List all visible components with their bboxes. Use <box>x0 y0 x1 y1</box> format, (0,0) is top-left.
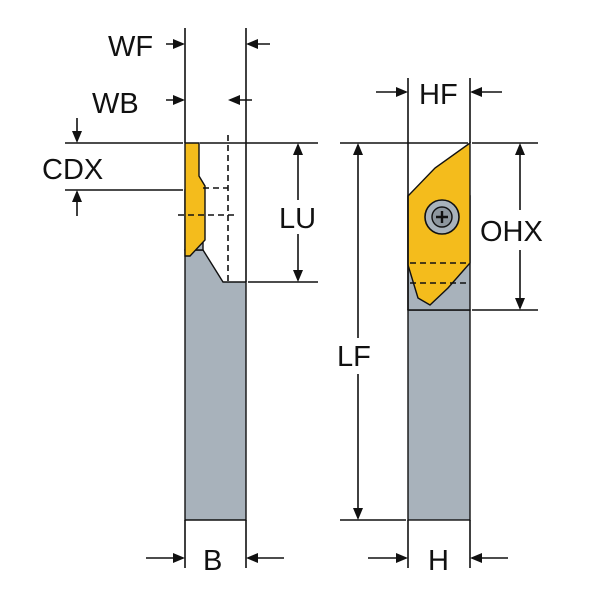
lf-label: LF <box>337 341 371 373</box>
top-view: HF OHX LF H <box>337 78 543 577</box>
ohx-label: OHX <box>480 216 543 248</box>
side-view-insert <box>184 142 206 257</box>
top-view-shank <box>407 309 471 521</box>
h-label: H <box>428 545 449 577</box>
hf-label: HF <box>419 79 458 111</box>
lu-label: LU <box>279 203 316 235</box>
side-view-shank <box>184 249 247 521</box>
wb-label: WB <box>92 88 139 120</box>
wf-label: WF <box>108 31 153 63</box>
side-view: WF WB CDX LU B <box>42 28 318 577</box>
cdx-label: CDX <box>42 154 103 186</box>
b-label: B <box>203 545 222 577</box>
